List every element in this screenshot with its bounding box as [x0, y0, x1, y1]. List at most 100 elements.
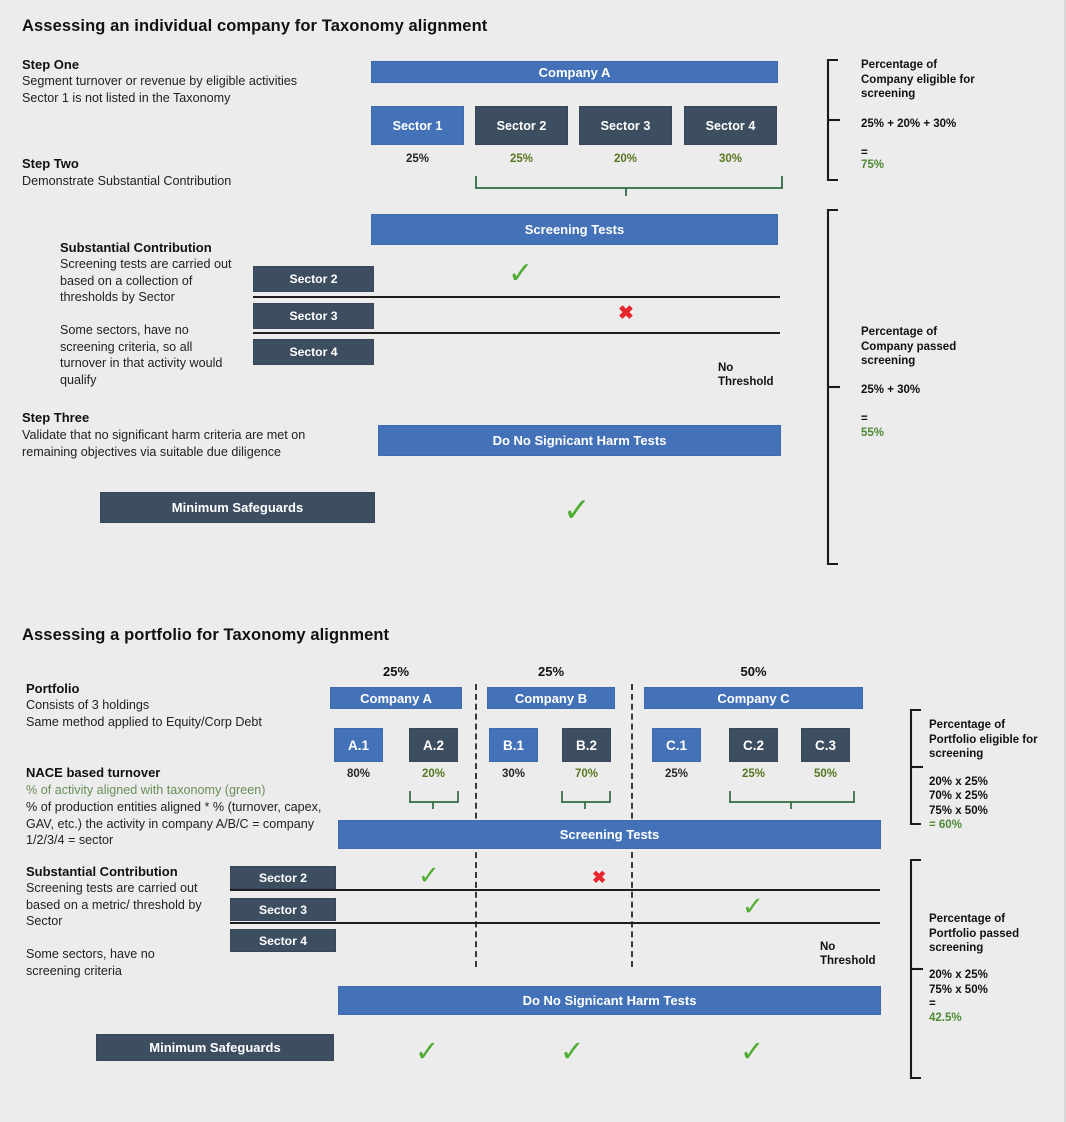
aligned-bracket-c [728, 789, 858, 811]
annotation-passed-1-calc: 25% + 30% [861, 384, 921, 396]
annotation-eligible-1-equals: = [861, 147, 868, 159]
aligned-bracket-a [408, 789, 462, 811]
annotation-passed-2-result: 42.5% [929, 1012, 962, 1024]
annotation-eligible-2-calc-3: 75% x 50% [929, 805, 988, 817]
nace-heading: NACE based turnover [26, 765, 161, 780]
section-1-title: Assessing an individual company for Taxo… [22, 17, 488, 35]
annotation-eligible-1-head: Percentage of Company eligible for scree… [861, 59, 975, 100]
screening-mark-sector-3: ✖ [618, 303, 634, 324]
section-2-title: Assessing a portfolio for Taxonomy align… [22, 626, 390, 644]
sector-chip-2: Sector 2 [475, 106, 568, 145]
substantial-contribution-heading: Substantial Contribution [60, 240, 212, 255]
sector-chip-4: Sector 4 [684, 106, 777, 145]
portfolio-substantial-contribution-heading: Substantial Contribution [26, 864, 178, 879]
sector-pct-4: 30% [718, 153, 743, 165]
annotation-bracket-passed-1 [824, 208, 844, 566]
annotation-passed-2-head: Percentage of Portfolio passed screening [929, 913, 1020, 954]
annotation-passed-1-equals: = [861, 413, 868, 425]
portfolio-screening-chip-sector-4: Sector 4 [230, 929, 336, 952]
holding-pct-c1: 25% [664, 768, 689, 780]
screening-tests-bar-2: Screening Tests [338, 820, 881, 849]
sector-pct-2: 25% [509, 153, 534, 165]
holding-pct-c3: 50% [813, 768, 838, 780]
step-two-body: Demonstrate Substantial Contribution [22, 174, 232, 188]
no-threshold-label-2: No Threshold [820, 941, 876, 967]
annotation-eligible-1-result: 75% [861, 159, 885, 171]
portfolio-company-b-bar: Company B [487, 687, 615, 709]
company-c-weight: 50% [740, 664, 767, 679]
portfolio-company-c-bar: Company C [644, 687, 863, 709]
portfolio-screening-divider-1 [230, 889, 880, 891]
company-b-weight: 25% [537, 664, 565, 679]
substantial-contribution-body: Screening tests are carried out based on… [60, 257, 232, 304]
holding-chip-a1: A.1 [334, 728, 383, 762]
portfolio-mark-sector2-company-b: ✖ [592, 868, 607, 887]
portfolio-substantial-contribution-body-2: Some sectors, have no screening criteria [26, 947, 155, 978]
screening-row-chip-sector-2: Sector 2 [253, 266, 374, 292]
portfolio-substantial-contribution-body: Screening tests are carried out based on… [26, 881, 202, 928]
screening-row-chip-sector-3: Sector 3 [253, 303, 374, 329]
holding-chip-b2: B.2 [562, 728, 611, 762]
holding-pct-b1: 30% [501, 768, 526, 780]
sector-chip-3: Sector 3 [579, 106, 672, 145]
step-one-heading: Step One [22, 57, 80, 72]
annotation-passed-1-head: Percentage of Company passed screening [861, 326, 957, 367]
nace-body: % of production entities aligned * % (tu… [26, 800, 322, 847]
sector-chip-1: Sector 1 [371, 106, 464, 145]
holding-pct-b2: 70% [574, 768, 599, 780]
holding-pct-a2: 20% [421, 768, 446, 780]
annotation-bracket-eligible-2 [907, 708, 927, 826]
step-three-heading: Step Three [22, 410, 90, 425]
annotation-bracket-eligible-1 [824, 58, 844, 183]
annotation-eligible-1-calc: 25% + 20% + 30% [861, 118, 957, 130]
holding-chip-a2: A.2 [409, 728, 458, 762]
annotation-passed-2-equals: = [929, 998, 936, 1010]
substantial-contribution-body-2: Some sectors, have no screening criteria… [60, 323, 223, 387]
holding-pct-a1: 80% [346, 768, 371, 780]
minimum-safeguards-bar-2: Minimum Safeguards [96, 1034, 334, 1061]
annotation-eligible-2-calc-1: 20% x 25% [929, 776, 988, 788]
annotation-eligible-2-head: Percentage of Portfolio eligible for scr… [929, 719, 1038, 760]
holding-chip-c2: C.2 [729, 728, 778, 762]
screening-divider-2 [253, 332, 780, 334]
portfolio-mark-sector3-company-c: ✓ [742, 891, 764, 921]
holding-chip-b1: B.1 [489, 728, 538, 762]
dnsh-mark-company-a: ✓ [415, 1036, 440, 1068]
portfolio-heading: Portfolio [26, 681, 80, 696]
step-two-heading: Step Two [22, 156, 79, 171]
annotation-bracket-passed-2 [907, 858, 927, 1080]
screening-mark-sector-2: ✓ [508, 257, 534, 290]
aligned-bracket-b [560, 789, 614, 811]
annotation-passed-2-calc-1: 20% x 25% [929, 969, 988, 981]
step-one-body: Segment turnover or revenue by eligible … [22, 74, 298, 105]
minimum-safeguards-bar-1: Minimum Safeguards [100, 492, 375, 523]
portfolio-screening-chip-sector-2: Sector 2 [230, 866, 336, 889]
sector-pct-3: 20% [613, 153, 638, 165]
portfolio-body: Consists of 3 holdings Same method appli… [26, 698, 262, 729]
portfolio-company-a-bar: Company A [330, 687, 462, 709]
sector-pct-1: 25% [405, 153, 430, 165]
screening-divider-1 [253, 296, 780, 298]
annotation-eligible-2-result: = 60% [929, 819, 962, 831]
screening-row-chip-sector-4: Sector 4 [253, 339, 374, 365]
company-a-bar: Company A [371, 61, 778, 83]
dnsh-mark-company-b: ✓ [560, 1036, 585, 1068]
screening-tests-bar-1: Screening Tests [371, 214, 778, 245]
no-threshold-label-1: No Threshold [718, 362, 774, 388]
annotation-passed-2-calc-2: 75% x 50% [929, 984, 988, 996]
annotation-passed-1-result: 55% [861, 427, 885, 439]
dnsh-bar-1: Do No Signicant Harm Tests [378, 425, 781, 456]
portfolio-screening-divider-2 [230, 922, 880, 924]
dnsh-mark-company-c: ✓ [740, 1036, 765, 1068]
portfolio-mark-sector2-company-a: ✓ [418, 860, 440, 890]
holding-chip-c3: C.3 [801, 728, 850, 762]
holding-pct-c2: 25% [741, 768, 766, 780]
annotation-eligible-2-calc-2: 70% x 25% [929, 790, 988, 802]
portfolio-screening-chip-sector-3: Sector 3 [230, 898, 336, 921]
holding-chip-c1: C.1 [652, 728, 701, 762]
nace-green-line: % of activity aligned with taxonomy (gre… [26, 783, 266, 797]
eligible-bracket [474, 172, 784, 200]
dnsh-mark-1: ✓ [563, 491, 591, 528]
dnsh-bar-2: Do No Signicant Harm Tests [338, 986, 881, 1015]
